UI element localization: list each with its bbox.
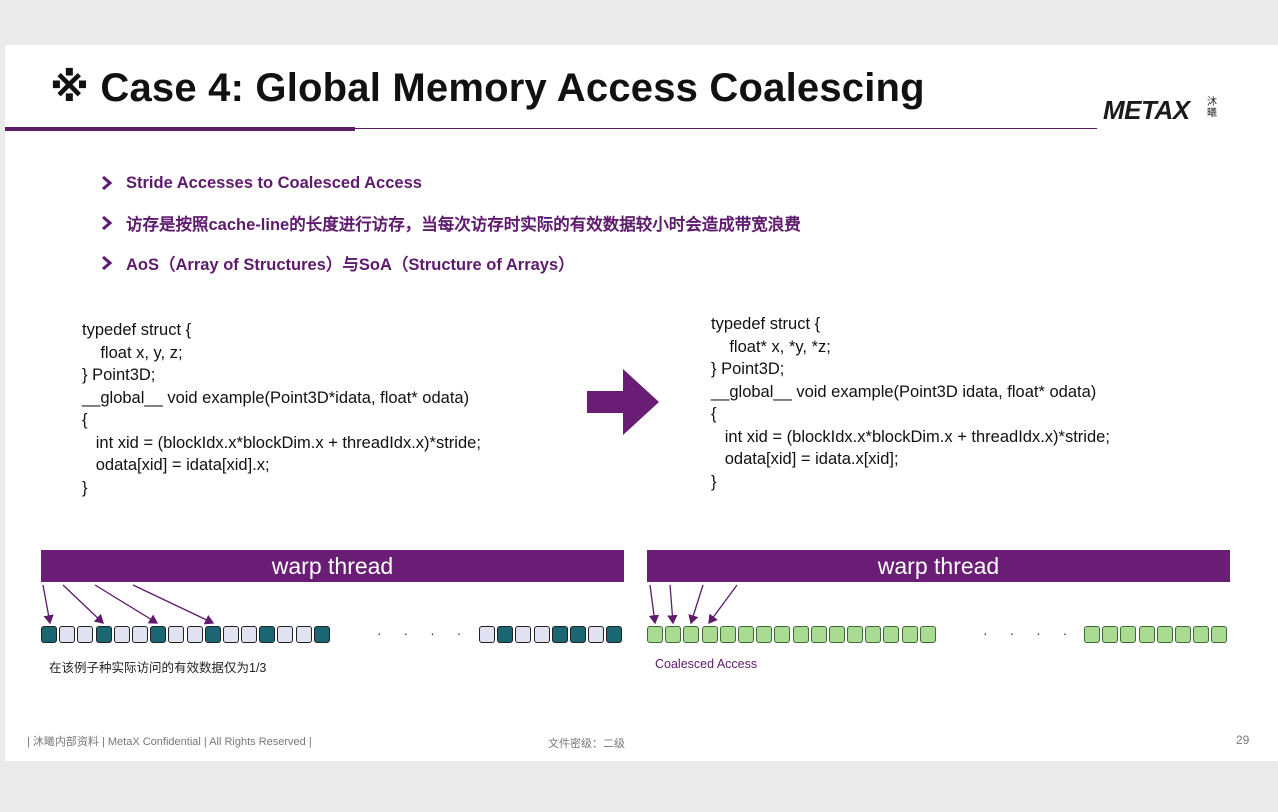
memory-cell bbox=[95, 626, 112, 643]
bullet-item: 访存是按照cache-line的长度进行访存，当每次访存时实际的有效数据较小时会… bbox=[100, 203, 801, 243]
access-arrow bbox=[648, 584, 660, 625]
access-arrow bbox=[688, 584, 704, 625]
memory-cell bbox=[259, 626, 276, 643]
access-arrow bbox=[62, 584, 104, 624]
memory-cell bbox=[665, 626, 682, 643]
access-arrows bbox=[42, 584, 738, 625]
memory-cell bbox=[1120, 626, 1137, 643]
memory-cell bbox=[901, 626, 918, 643]
memory-cell bbox=[113, 626, 130, 643]
access-arrow bbox=[94, 584, 159, 624]
ellipsis-right: · · · · bbox=[983, 625, 1077, 641]
access-arrow bbox=[42, 584, 54, 625]
memory-cell bbox=[865, 626, 882, 643]
memory-cell bbox=[222, 626, 239, 643]
memory-cell bbox=[168, 626, 185, 643]
memory-cell bbox=[588, 626, 605, 643]
access-arrow bbox=[708, 584, 738, 625]
memory-cell bbox=[41, 626, 57, 643]
memory-cells-soa bbox=[647, 626, 938, 643]
memory-cell bbox=[701, 626, 718, 643]
code-block-aos: typedef struct { float x, y, z; } Point3… bbox=[82, 321, 481, 497]
footer-classification: 文件密级：二级 bbox=[548, 738, 625, 750]
logo-cn-text: 沐曦 bbox=[1207, 97, 1217, 119]
memory-cell bbox=[919, 626, 936, 643]
memory-cell bbox=[810, 626, 827, 643]
memory-cell bbox=[77, 626, 94, 643]
memory-cell bbox=[774, 626, 791, 643]
memory-cell bbox=[606, 626, 623, 643]
memory-cell bbox=[737, 626, 754, 643]
memory-cells-soa-tail bbox=[1084, 626, 1230, 643]
bullet-text: 访存是按照cache-line的长度进行访存，当每次访存时实际的有效数据较小时会… bbox=[126, 216, 801, 234]
memory-cell bbox=[150, 626, 167, 643]
arrow-right-icon bbox=[587, 369, 659, 435]
memory-cell bbox=[131, 626, 148, 643]
warp-thread-bar-left: warp thread bbox=[41, 550, 624, 582]
memory-cell bbox=[479, 626, 495, 643]
bullet-item: AoS（Array of Structures）与SoA（Structure o… bbox=[100, 243, 801, 283]
memory-cell bbox=[551, 626, 568, 643]
chevron-right-icon bbox=[102, 215, 113, 231]
chevron-right-icon bbox=[102, 255, 113, 271]
memory-cell bbox=[277, 626, 294, 643]
memory-cells-aos bbox=[41, 626, 332, 643]
caption-aos: 在该例子种实际访问的有效数据仅为1/3 bbox=[49, 661, 267, 675]
memory-cell bbox=[497, 626, 514, 643]
title-rule bbox=[5, 128, 1097, 129]
memory-cell bbox=[1174, 626, 1191, 643]
memory-cell bbox=[1193, 626, 1210, 643]
memory-cell bbox=[792, 626, 809, 643]
memory-cell bbox=[828, 626, 845, 643]
memory-cell bbox=[533, 626, 550, 643]
memory-cell bbox=[186, 626, 203, 643]
memory-cell bbox=[59, 626, 76, 643]
page-number: 29 bbox=[1236, 733, 1250, 747]
warp-thread-bar-right: warp thread bbox=[647, 550, 1230, 582]
footer-confidential: | 沐曦内部资料 | MetaX Confidential | All Righ… bbox=[27, 736, 312, 748]
access-arrow bbox=[132, 584, 215, 625]
title-rule-accent bbox=[5, 127, 355, 131]
memory-cell bbox=[756, 626, 773, 643]
memory-cell bbox=[883, 626, 900, 643]
memory-cell bbox=[241, 626, 258, 643]
slide: ※ Case 4: Global Memory Access Coalescin… bbox=[5, 45, 1278, 761]
memory-cell bbox=[1084, 626, 1100, 643]
ellipsis-left: · · · · bbox=[377, 625, 471, 641]
bullet-list: Stride Accesses to Coalesced Access 访存是按… bbox=[100, 163, 801, 283]
memory-cell bbox=[313, 626, 330, 643]
metax-logo: METAX 沐曦 bbox=[1103, 95, 1223, 129]
memory-cell bbox=[719, 626, 736, 643]
memory-cell bbox=[1156, 626, 1173, 643]
memory-cell bbox=[847, 626, 864, 643]
code-block-soa: typedef struct { float* x, *y, *z; } Poi… bbox=[711, 315, 1110, 491]
memory-cell bbox=[204, 626, 221, 643]
memory-cell bbox=[569, 626, 586, 643]
memory-cell bbox=[295, 626, 312, 643]
memory-cells-aos-tail bbox=[479, 626, 625, 643]
memory-cell bbox=[1138, 626, 1155, 643]
memory-cell bbox=[647, 626, 663, 643]
memory-cell bbox=[1211, 626, 1228, 643]
memory-cell bbox=[683, 626, 700, 643]
bullet-text: AoS（Array of Structures）与SoA（Structure o… bbox=[126, 256, 575, 274]
chevron-right-icon bbox=[102, 175, 113, 191]
caption-soa: Coalesced Access bbox=[655, 657, 758, 671]
slide-title: ※ Case 4: Global Memory Access Coalescin… bbox=[50, 66, 925, 110]
bullet-text: Stride Accesses to Coalesced Access bbox=[126, 173, 422, 192]
logo-text: METAX bbox=[1103, 95, 1190, 125]
bullet-item: Stride Accesses to Coalesced Access bbox=[100, 163, 801, 203]
access-arrow bbox=[667, 584, 678, 625]
memory-cell bbox=[1102, 626, 1119, 643]
memory-cell bbox=[515, 626, 532, 643]
